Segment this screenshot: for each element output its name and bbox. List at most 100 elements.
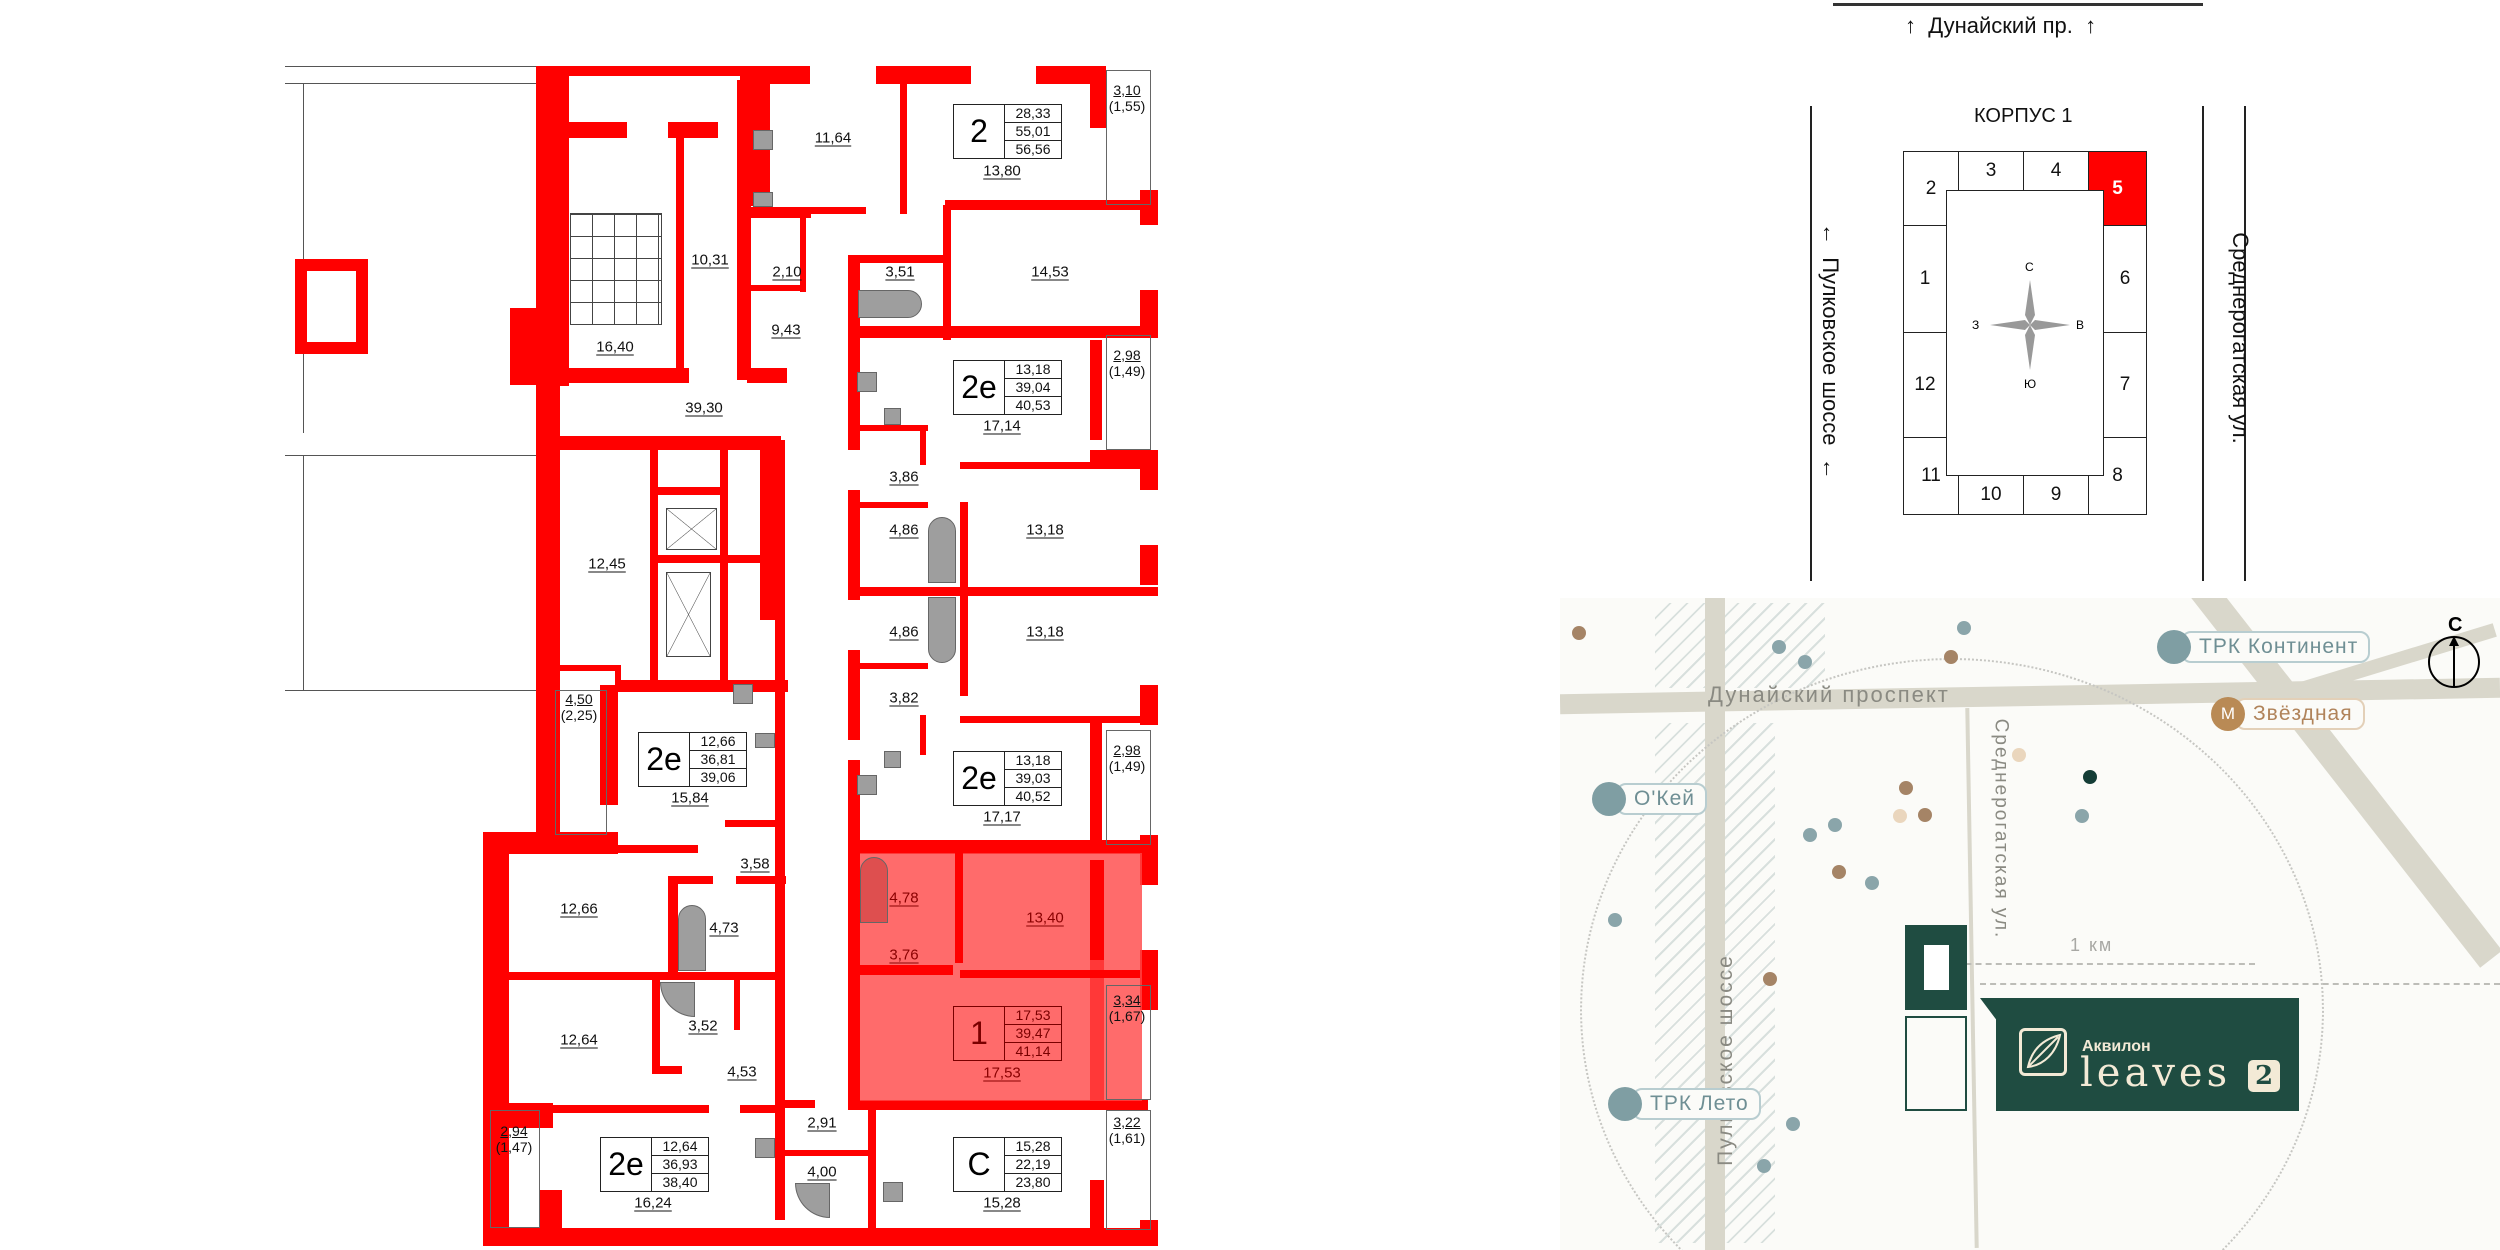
section-7[interactable]: 7 [2103, 332, 2147, 438]
wall [737, 80, 751, 380]
wall [848, 255, 860, 337]
sink-icon [884, 408, 901, 425]
street-label-pulkovo: Пулковское шоссе [1713, 954, 1737, 1166]
key-plan: ↑ Дунайский пр. ↑ КОРПУС 1 ← Пулковское … [1560, 0, 2500, 598]
wall [960, 970, 1140, 978]
wall [483, 1103, 553, 1128]
room-area: 13,18 [1026, 623, 1064, 641]
living-area: 15,28 [1005, 1138, 1061, 1156]
poi-okey[interactable]: О'Кей [1592, 782, 1707, 816]
park-area [1655, 603, 1825, 688]
room-area: 3,86 [889, 468, 919, 486]
room-area: 13,18 [1026, 521, 1064, 539]
map-dot [1572, 626, 1586, 640]
living-area: 13,18 [1005, 752, 1061, 770]
poi-trk-leto[interactable]: ТРК Лето [1608, 1087, 1761, 1121]
balcony-area: 2,98(1,49) [1108, 347, 1146, 379]
poi-trk-kontinent[interactable]: ТРК Континент [2157, 630, 2371, 664]
stove-icon [857, 775, 877, 795]
section-6[interactable]: 6 [2103, 225, 2147, 333]
map-dot [2083, 770, 2097, 784]
map-dot [1957, 621, 1971, 635]
room-area: 14,53 [1031, 263, 1069, 281]
arrow-up-icon: ↑ [1905, 13, 1916, 38]
map-dot [1865, 876, 1879, 890]
total-area-with-balcony: 39,06 [700, 769, 736, 785]
balcony-outline [1106, 335, 1151, 450]
wall [785, 1150, 875, 1156]
wall [848, 663, 928, 669]
total-area: 39,04 [1005, 379, 1061, 397]
map-dot [1893, 809, 1907, 823]
wall [960, 502, 968, 602]
balcony-outline [1106, 70, 1151, 205]
map-dot [1798, 655, 1812, 669]
wall [668, 876, 713, 884]
brand-banner-pointer [1980, 998, 1998, 1022]
room-area: 4,73 [709, 919, 739, 937]
wall [600, 685, 618, 805]
unit-type: С [954, 1138, 1005, 1191]
map-dot [2075, 809, 2089, 823]
section-4[interactable]: 4 [2023, 151, 2089, 191]
map-dot [1918, 808, 1932, 822]
section-1[interactable]: 1 [1903, 225, 1947, 333]
metro-zvezdnaya[interactable]: М Звёздная [2211, 697, 2365, 731]
elevator-shaft [666, 572, 711, 657]
wall [860, 587, 1158, 596]
wall [509, 1105, 709, 1113]
wall [559, 368, 689, 383]
living-area: 13,18 [1005, 361, 1061, 379]
wall [658, 487, 722, 495]
section-9[interactable]: 9 [2023, 475, 2089, 515]
map-dot [1786, 1117, 1800, 1131]
balcony-outline [1106, 730, 1151, 845]
right-street-label: Среднерогатская ул. [2228, 232, 2253, 444]
wall [734, 980, 740, 1030]
room-area: 4,86 [889, 521, 919, 539]
wall [510, 308, 540, 385]
wall [720, 450, 728, 680]
section-12[interactable]: 12 [1903, 332, 1947, 438]
wall [652, 980, 660, 1072]
wall [560, 665, 615, 671]
north-arrow-icon [2428, 636, 2480, 688]
room-area: 17,14 [983, 417, 1021, 435]
location-map[interactable]: Дунайский проспект Среднерогатская ул. П… [1560, 598, 2500, 1250]
north-indicator: С [2426, 614, 2482, 688]
balcony-area: 3,10(1,55) [1108, 82, 1146, 114]
compass-rose: С Ю З В [1972, 255, 2084, 395]
room-area: 12,64 [560, 1031, 598, 1049]
wall [876, 66, 971, 84]
street-name: Дунайский пр. [1928, 13, 2073, 38]
leaf-logo-icon [2019, 1028, 2067, 1076]
wall [848, 425, 928, 431]
wall [848, 330, 860, 450]
wall [740, 1105, 785, 1113]
wall [736, 876, 786, 884]
poi-marker-icon [2157, 630, 2191, 664]
wall [775, 440, 785, 840]
total-area-with-balcony: 41,14 [1015, 1043, 1051, 1059]
street-line [1833, 3, 2203, 6]
total-area: 55,01 [1005, 123, 1061, 141]
living-area: 12,66 [690, 733, 746, 751]
map-dot [2012, 748, 2026, 762]
brand-banner[interactable] [1996, 998, 2299, 1111]
wall [868, 1100, 876, 1240]
balcony-outline [555, 690, 607, 835]
stove-icon [733, 684, 753, 704]
unit-type: 1 [954, 1007, 1005, 1060]
section-3[interactable]: 3 [1958, 151, 2024, 191]
section-10[interactable]: 10 [1958, 475, 2024, 515]
room-area: 2,91 [807, 1114, 837, 1132]
wall [848, 965, 953, 975]
room-area: 4,00 [807, 1163, 837, 1181]
